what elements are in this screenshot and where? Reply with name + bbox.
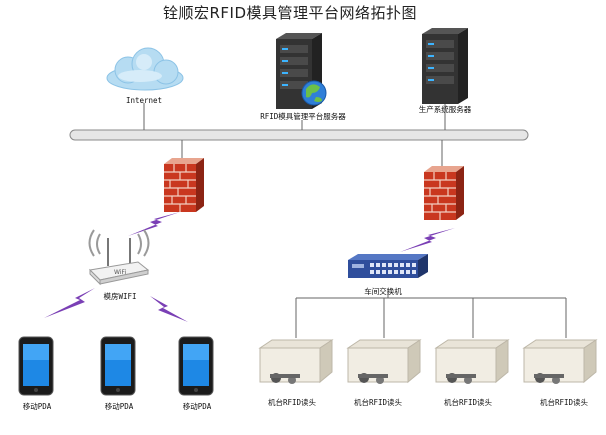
rfid-reader <box>432 338 512 394</box>
pda-label: 移动PDA <box>182 402 212 411</box>
pda-device <box>178 336 216 402</box>
rfid-server-label: RFID模具管理平台服务器 <box>260 112 346 121</box>
reader-label: 机台RFID读头 <box>443 398 493 407</box>
pda-icon <box>100 336 136 396</box>
firewall-icon <box>164 158 204 212</box>
reader-label: 机台RFID读头 <box>267 398 317 407</box>
rfid-reader-icon <box>434 339 510 384</box>
pda-device <box>100 336 138 402</box>
pda-label: 移动PDA <box>22 402 52 411</box>
firewall-left <box>160 158 206 218</box>
reader-label: 机台RFID读头 <box>539 398 589 407</box>
pda-device <box>18 336 56 402</box>
server-icon <box>422 28 468 104</box>
firewall-right <box>420 166 466 226</box>
wifi-label: 模房WIFI <box>103 292 137 301</box>
pda-icon <box>18 336 54 396</box>
production-server-label: 生产系统服务器 <box>418 105 472 114</box>
svg-text:WiFi: WiFi <box>114 269 126 276</box>
pda-label: 移动PDA <box>104 402 134 411</box>
pda-icon <box>178 336 214 396</box>
internet-label: Internet <box>125 96 163 105</box>
firewall-icon <box>424 166 464 220</box>
diagram-title: 铨顺宏RFID模具管理平台网络拓扑图 <box>162 4 418 22</box>
rfid-reader-icon <box>522 339 598 384</box>
rfid-reader <box>344 338 424 394</box>
switch-label: 车间交换机 <box>364 287 402 296</box>
workshop-switch <box>346 254 430 288</box>
reader-label: 机台RFID读头 <box>353 398 403 407</box>
internet-cloud <box>100 46 190 98</box>
rfid-server <box>272 33 332 113</box>
server-icon <box>276 33 327 109</box>
rfid-reader <box>256 338 336 394</box>
wifi-router: WiFi <box>86 226 152 292</box>
network-backbone <box>69 129 529 141</box>
production-server <box>418 28 470 108</box>
wireless-link-icon <box>44 212 455 322</box>
rfid-reader-icon <box>258 339 334 384</box>
cloud-icon <box>106 47 184 91</box>
wifi-router-icon: WiFi <box>88 229 150 286</box>
rfid-reader-icon <box>346 339 422 384</box>
network-switch-icon <box>348 254 428 278</box>
rfid-reader <box>520 338 600 394</box>
